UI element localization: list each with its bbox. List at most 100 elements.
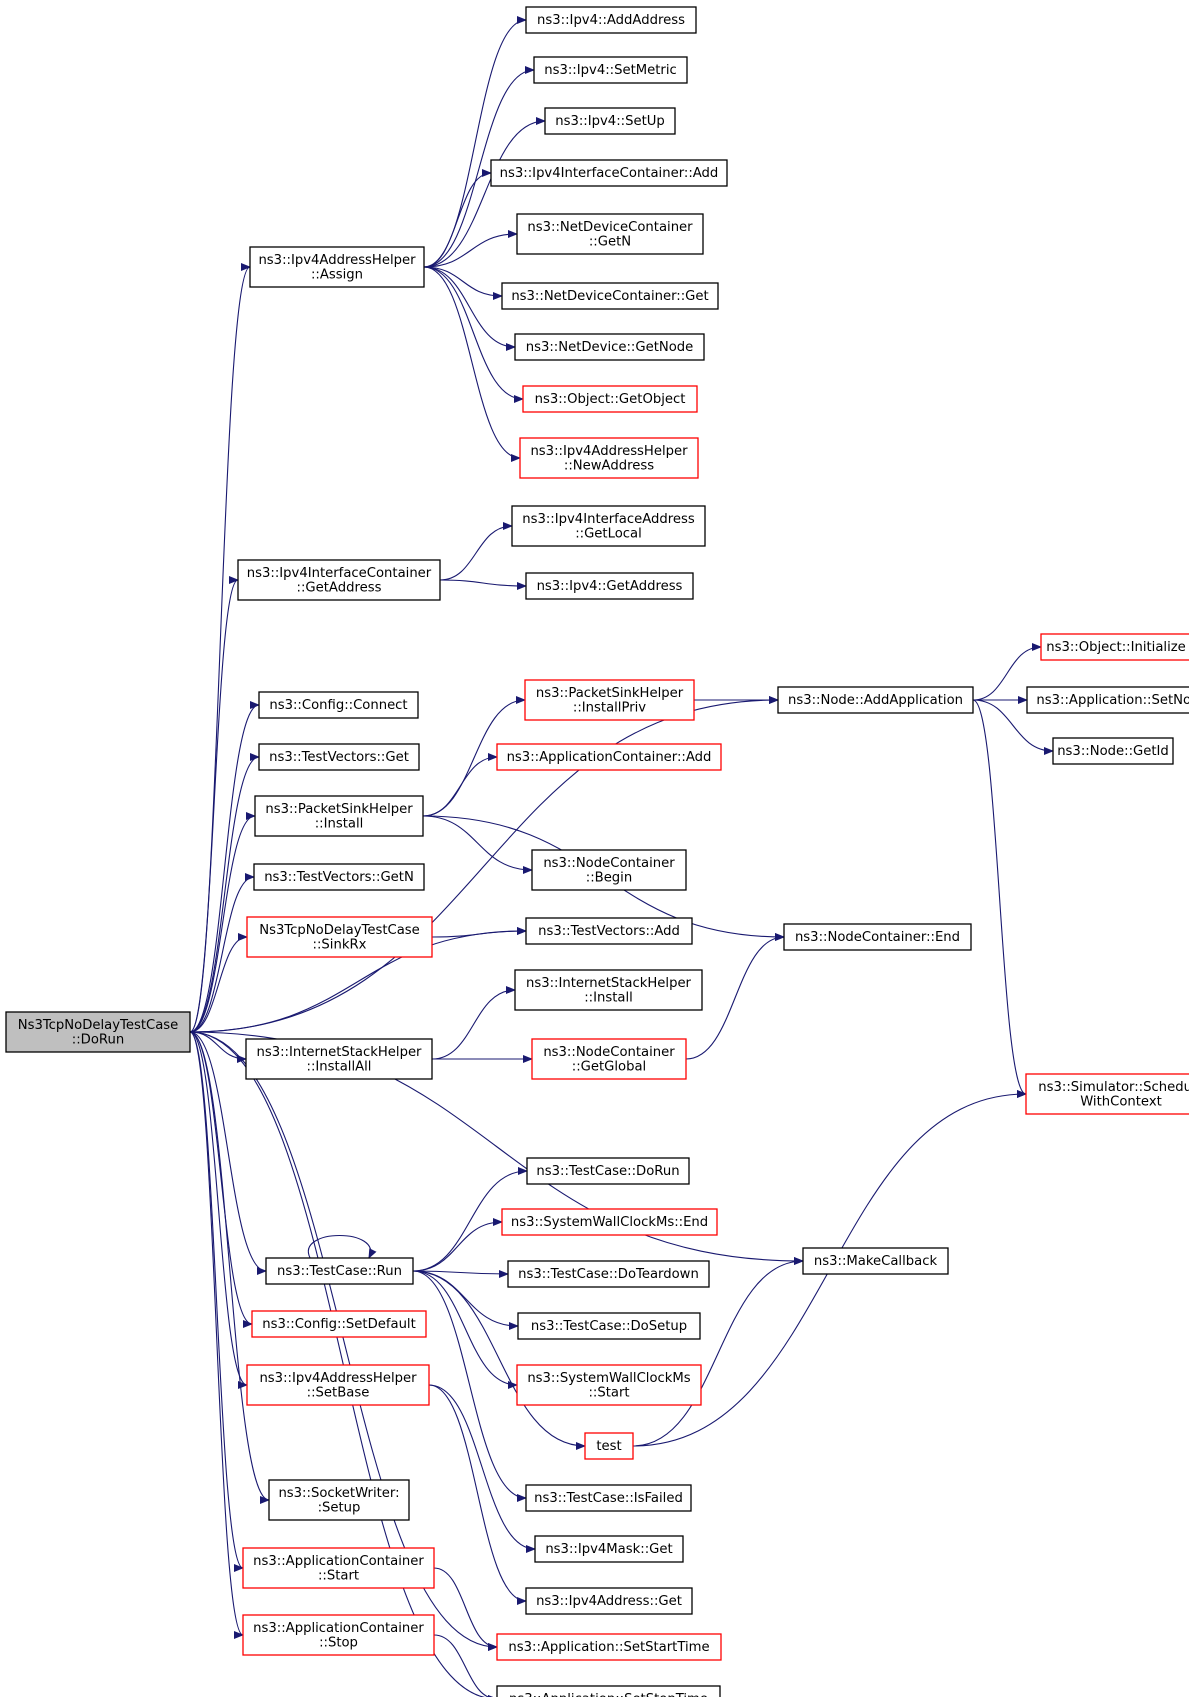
graph-node-n22[interactable]: ns3::PacketSinkHelper::InstallPriv <box>524 679 695 721</box>
graph-node-n40[interactable]: ns3::TestCase::IsFailed <box>525 1484 692 1512</box>
call-edge-n0-to-n19 <box>189 701 260 1033</box>
node-label: ns3::Object::GetObject <box>535 392 686 407</box>
node-label: ::Stop <box>319 1635 358 1650</box>
graph-node-n2[interactable]: ns3::Ipv4::AddAddress <box>525 6 697 34</box>
graph-node-n41[interactable]: ns3::Config::SetDefault <box>251 1310 427 1338</box>
node-box <box>516 1364 702 1406</box>
graph-node-n24[interactable]: ns3::NodeContainer::Begin <box>531 849 687 891</box>
node-label: ns3::PacketSinkHelper <box>265 802 413 817</box>
node-box <box>496 743 722 771</box>
graph-node-n19[interactable]: ns3::Config::Connect <box>258 691 419 719</box>
call-edge-n0-to-n42 <box>189 1031 248 1389</box>
graph-node-n14[interactable]: ns3::Node::AddApplication <box>777 686 974 714</box>
graph-node-n38[interactable]: ns3::SystemWallClockMs::Start <box>516 1364 702 1406</box>
graph-node-n10[interactable]: ns3::Ipv4AddressHelper::NewAddress <box>519 437 699 479</box>
graph-node-n26[interactable]: ns3::TestVectors::GetN <box>253 863 425 891</box>
node-label: ns3::Ipv4Mask::Get <box>545 1542 672 1557</box>
graph-node-n28[interactable]: ns3::TestVectors::Add <box>525 917 693 945</box>
graph-node-n17[interactable]: ns3::Node::GetId <box>1052 737 1174 765</box>
node-label: ns3::Ipv4AddressHelper <box>530 444 688 459</box>
call-edge-n11-to-n13 <box>439 579 527 590</box>
node-label: ns3::Ipv4::SetUp <box>555 114 665 129</box>
node-label: ns3::Ipv4InterfaceContainer <box>247 566 432 581</box>
graph-node-n13[interactable]: ns3::Ipv4::GetAddress <box>525 572 694 600</box>
node-box <box>531 1038 687 1080</box>
node-label: ::Install <box>315 816 364 831</box>
graph-node-n49[interactable]: ns3::Application::SetStopTime <box>496 1685 721 1697</box>
graph-node-n34[interactable]: ns3::TestCase::DoRun <box>526 1157 690 1185</box>
graph-node-n43[interactable]: ns3::Ipv4Mask::Get <box>534 1535 684 1563</box>
call-edge-n14-to-n17 <box>972 699 1054 755</box>
graph-node-n0[interactable]: Ns3TcpNoDelayTestCase::DoRun <box>5 1011 191 1053</box>
graph-node-n45[interactable]: ns3::SocketWriter::Setup <box>268 1479 410 1521</box>
node-label: ns3::Config::SetDefault <box>262 1317 416 1332</box>
graph-node-n39[interactable]: test <box>584 1432 634 1460</box>
graph-node-n15[interactable]: ns3::Object::Initialize <box>1040 633 1189 661</box>
node-label: ns3::NodeContainer::End <box>795 930 960 945</box>
graph-node-n46[interactable]: ns3::ApplicationContainer::Start <box>242 1547 435 1589</box>
call-edge-n33-to-n33 <box>307 1235 377 1259</box>
graph-node-n21[interactable]: ns3::PacketSinkHelper::Install <box>254 795 424 837</box>
node-label: ns3::MakeCallback <box>814 1254 938 1269</box>
graph-node-n47[interactable]: ns3::Application::SetStartTime <box>496 1633 722 1661</box>
graph-node-n27[interactable]: Ns3TcpNoDelayTestCase::SinkRx <box>246 916 433 958</box>
call-edge-n42-to-n43 <box>428 1384 536 1553</box>
graph-node-n36[interactable]: ns3::TestCase::DoTeardown <box>507 1260 710 1288</box>
node-box <box>1025 1073 1189 1115</box>
graph-node-n48[interactable]: ns3::ApplicationContainer::Stop <box>242 1614 435 1656</box>
node-label: ns3::SystemWallClockMs::End <box>511 1215 708 1230</box>
call-edge-n0-to-n11 <box>189 576 239 1033</box>
node-box <box>1026 686 1189 714</box>
node-box <box>783 923 972 951</box>
node-label: ns3::InternetStackHelper <box>526 976 692 991</box>
node-box <box>525 1484 692 1512</box>
graph-node-n7[interactable]: ns3::NetDeviceContainer::Get <box>501 282 719 310</box>
graph-node-n16[interactable]: ns3::Application::SetNode <box>1026 686 1189 714</box>
graph-node-n9[interactable]: ns3::Object::GetObject <box>522 385 698 413</box>
graph-node-n32[interactable]: ns3::MakeCallback <box>802 1247 949 1275</box>
graph-node-n4[interactable]: ns3::Ipv4::SetUp <box>544 107 676 135</box>
node-label: ns3::NetDevice::GetNode <box>526 340 694 355</box>
graph-node-n1[interactable]: ns3::Ipv4AddressHelper::Assign <box>249 246 425 288</box>
call-edge-n21-to-n23 <box>422 753 498 817</box>
graph-node-n42[interactable]: ns3::Ipv4AddressHelper::SetBase <box>246 1364 430 1406</box>
graph-node-n29[interactable]: ns3::InternetStackHelper::Install <box>514 969 703 1011</box>
node-box <box>1052 737 1174 765</box>
graph-node-n23[interactable]: ns3::ApplicationContainer::Add <box>496 743 722 771</box>
node-label: ::Begin <box>586 870 632 885</box>
graph-node-n6[interactable]: ns3::NetDeviceContainer::GetN <box>516 213 704 255</box>
graph-node-n3[interactable]: ns3::Ipv4::SetMetric <box>533 56 688 84</box>
graph-node-n44[interactable]: ns3::Ipv4Address::Get <box>525 1587 693 1615</box>
call-edge-n0-to-n33 <box>189 1031 267 1275</box>
node-box <box>802 1247 949 1275</box>
node-label: ::Install <box>584 990 633 1005</box>
graph-node-n37[interactable]: ns3::TestCase::DoSetup <box>517 1312 701 1340</box>
graph-node-n33[interactable]: ns3::TestCase::Run <box>265 1257 414 1285</box>
graph-node-n5[interactable]: ns3::Ipv4InterfaceContainer::Add <box>490 159 728 187</box>
node-box <box>253 863 425 891</box>
node-label: ns3::SocketWriter: <box>278 1486 399 1501</box>
call-edge-n0-to-n28 <box>189 927 527 1033</box>
node-label: ns3::Node::AddApplication <box>788 693 963 708</box>
graph-node-n25[interactable]: ns3::NodeContainer::End <box>783 923 972 951</box>
call-edge-n33-to-n34 <box>412 1167 528 1272</box>
node-label: ns3::Ipv4::AddAddress <box>537 13 685 28</box>
graph-node-n35[interactable]: ns3::SystemWallClockMs::End <box>501 1208 718 1236</box>
graph-node-n11[interactable]: ns3::Ipv4InterfaceContainer::GetAddress <box>237 559 441 601</box>
node-label: ns3::ApplicationContainer <box>253 1621 424 1636</box>
graph-node-n12[interactable]: ns3::Ipv4InterfaceAddress::GetLocal <box>511 505 706 547</box>
call-edge-n1-to-n8 <box>423 266 516 351</box>
graph-node-n30[interactable]: ns3::InternetStackHelper::InstallAll <box>245 1038 433 1080</box>
graph-node-n8[interactable]: ns3::NetDevice::GetNode <box>514 333 705 361</box>
node-label: ns3::NetDeviceContainer::Get <box>511 289 708 304</box>
node-label: ns3::InternetStackHelper <box>257 1045 423 1060</box>
node-box <box>544 107 676 135</box>
node-label: ns3::TestVectors::Get <box>269 750 409 765</box>
node-label: ns3::NodeContainer <box>543 856 675 871</box>
graph-node-n20[interactable]: ns3::TestVectors::Get <box>258 743 420 771</box>
node-box <box>519 437 699 479</box>
node-box <box>265 1257 414 1285</box>
node-box <box>524 679 695 721</box>
graph-node-n31[interactable]: ns3::NodeContainer::GetGlobal <box>531 1038 687 1080</box>
